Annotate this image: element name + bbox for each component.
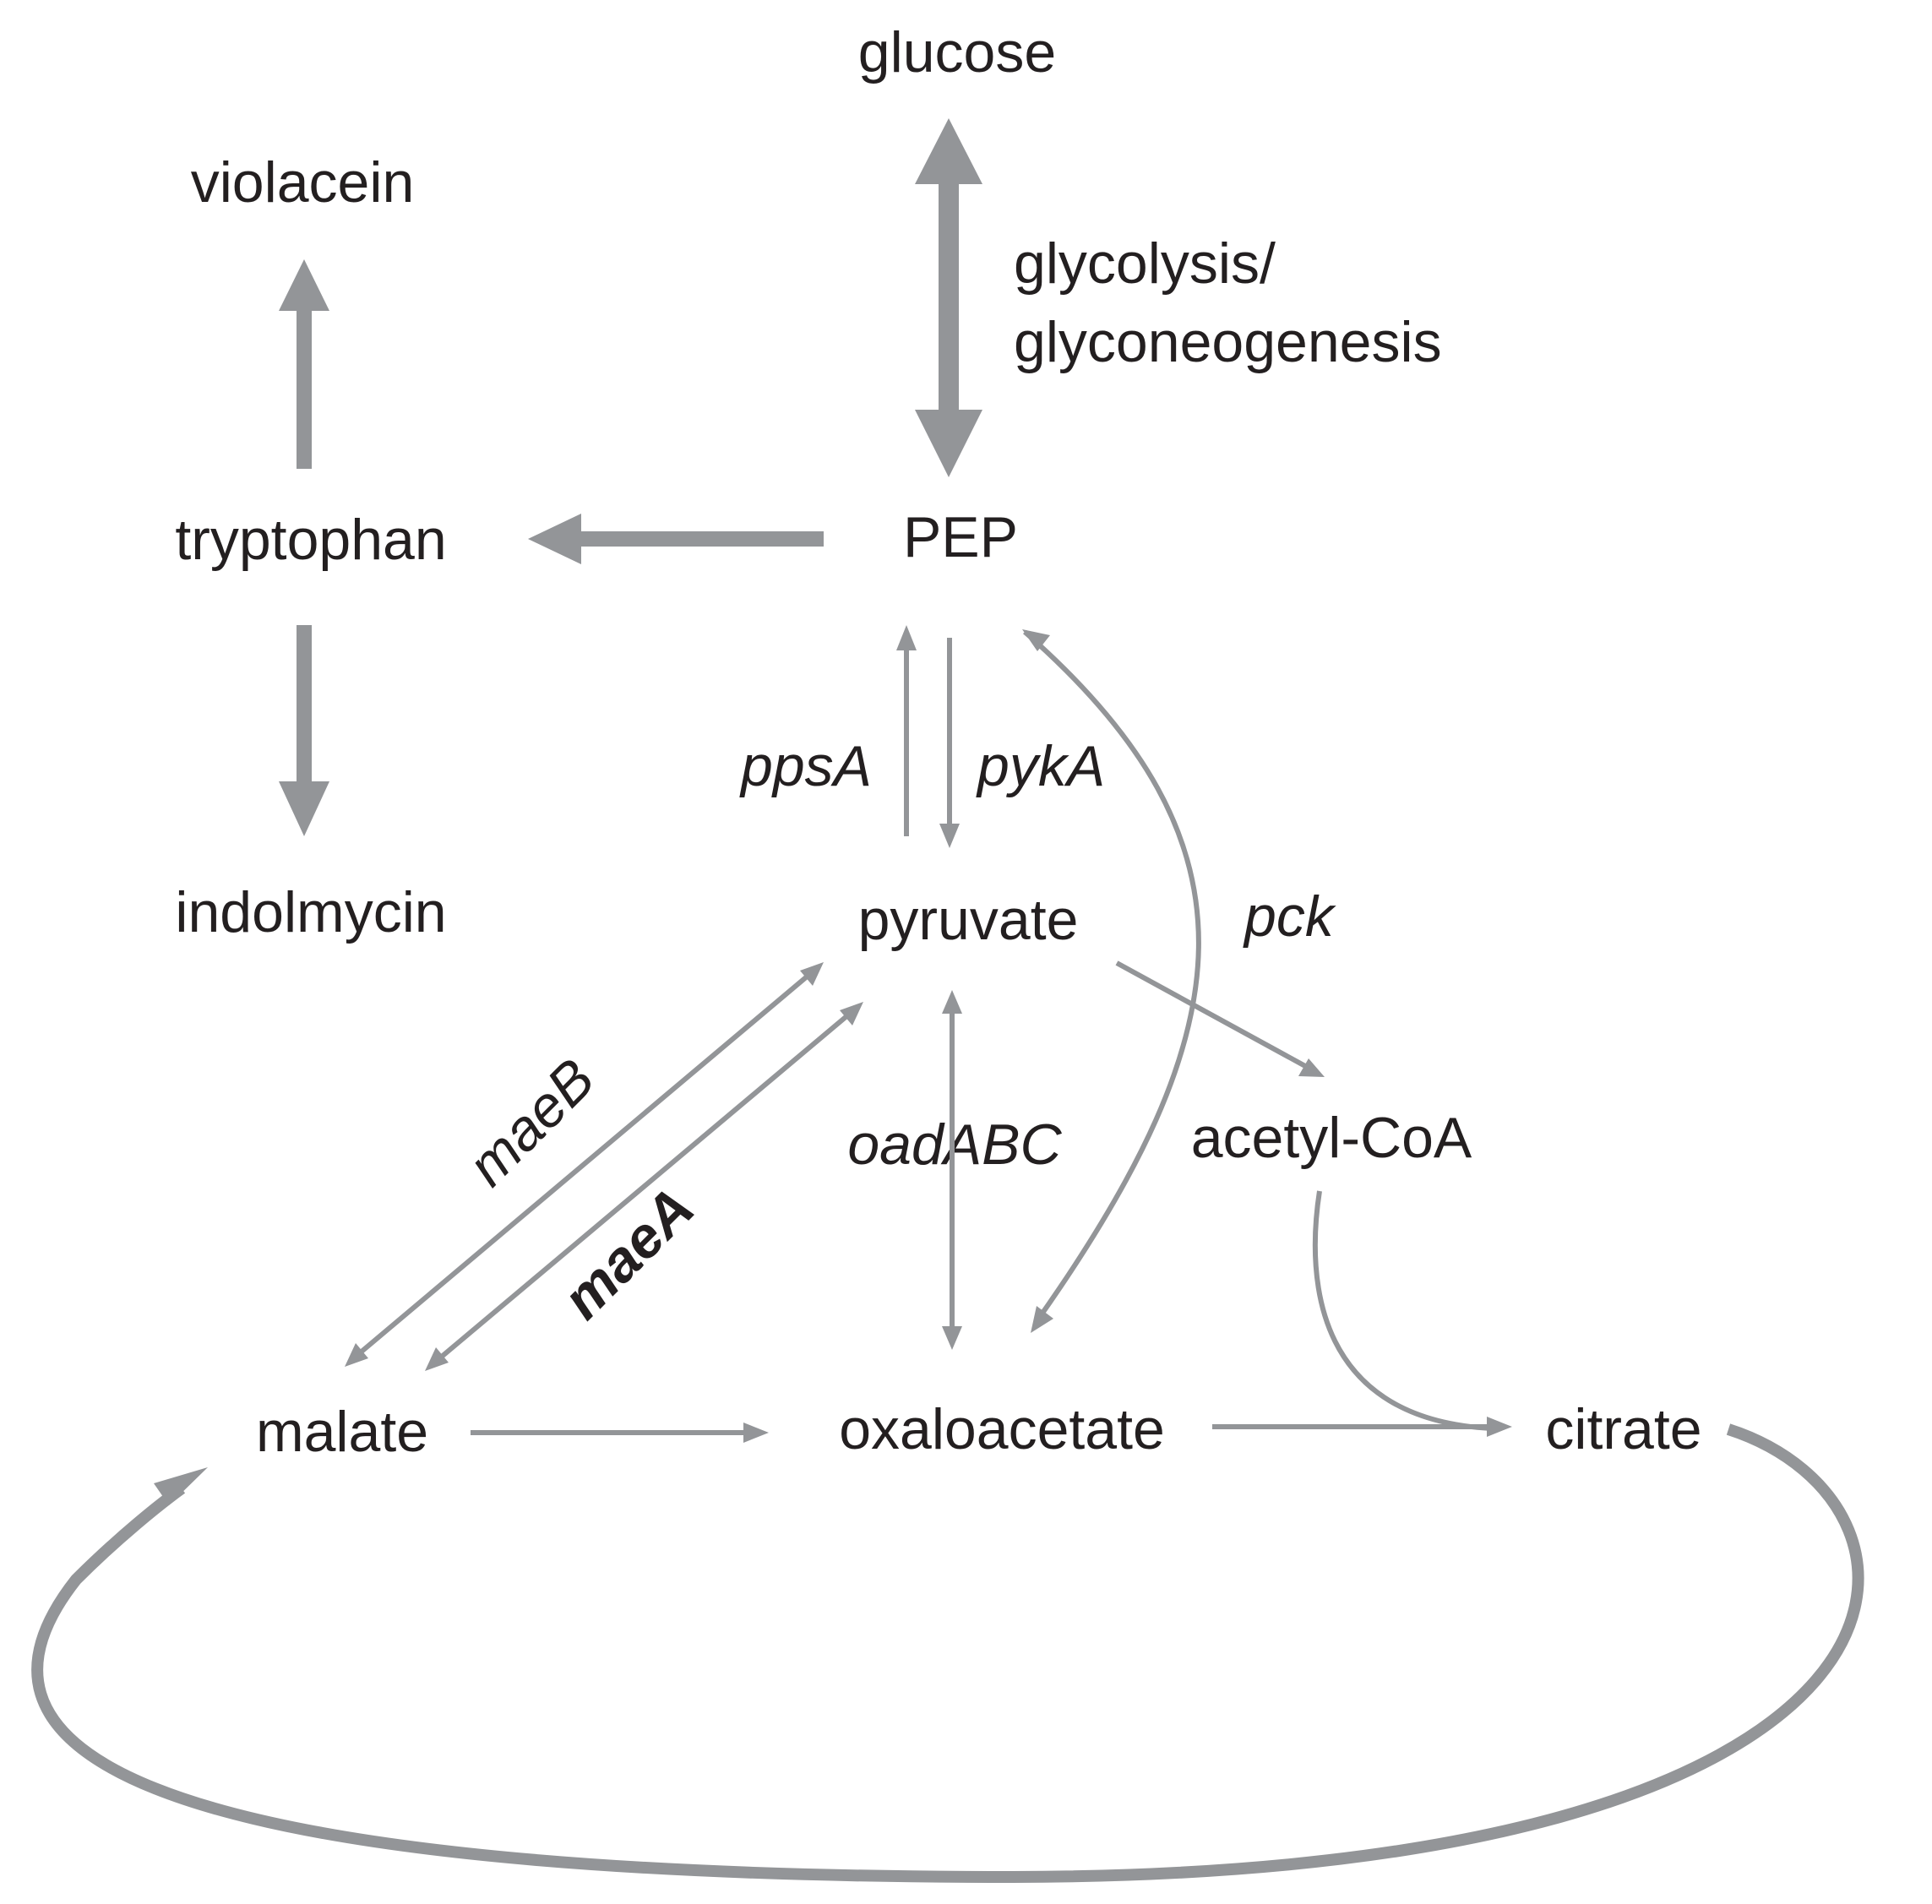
glycolysis-label-line1: glycolysis/ — [1014, 231, 1276, 296]
pep-label: PEP — [903, 505, 1018, 569]
glucose-label: glucose — [858, 20, 1056, 84]
acetyl-coa-to-citrate-arrow — [1312, 1190, 1492, 1431]
tryptophan-to-indolmycin-arrow — [279, 625, 329, 836]
pykA-arrow — [939, 638, 960, 848]
ppsA-arrow — [896, 625, 917, 836]
glycolysis-label-line2: glyconeogenesis — [1014, 310, 1442, 374]
pykA-label: pykA — [976, 734, 1105, 798]
oxaloacetate-label: oxaloacetate — [839, 1397, 1165, 1461]
ppsA-label: ppsA — [739, 734, 872, 798]
oxaloacetate-to-citrate-arrow — [1212, 1417, 1512, 1437]
malate-to-oxaloacetate-arrow — [471, 1423, 769, 1443]
oadABC-label: oadABC — [847, 1112, 1062, 1177]
pep-to-tryptophan-arrow — [528, 514, 824, 564]
maeA-arrow — [425, 1002, 863, 1371]
indolmycin-label: indolmycin — [175, 880, 446, 944]
oadABC-arrow — [942, 990, 962, 1350]
pck-arrow — [1022, 629, 1201, 1333]
tca-cycle-loop-arrow — [31, 1423, 1864, 1884]
tryptophan-to-violacein-arrow — [279, 259, 329, 469]
maeB-arrow — [345, 962, 824, 1367]
tryptophan-label: tryptophan — [175, 508, 446, 572]
pyruvate-to-acetyl-coa-arrow — [1115, 960, 1325, 1077]
violacein-label: violacein — [191, 150, 415, 215]
glycolysis-arrow — [915, 118, 982, 477]
pyruvate-label: pyruvate — [858, 888, 1079, 952]
citrate-label: citrate — [1545, 1397, 1701, 1461]
pck-label: pck — [1243, 884, 1336, 949]
maeB-label: maeB — [455, 1047, 607, 1198]
acetyl-coa-label: acetyl-CoA — [1191, 1106, 1472, 1170]
malate-label: malate — [256, 1400, 428, 1464]
